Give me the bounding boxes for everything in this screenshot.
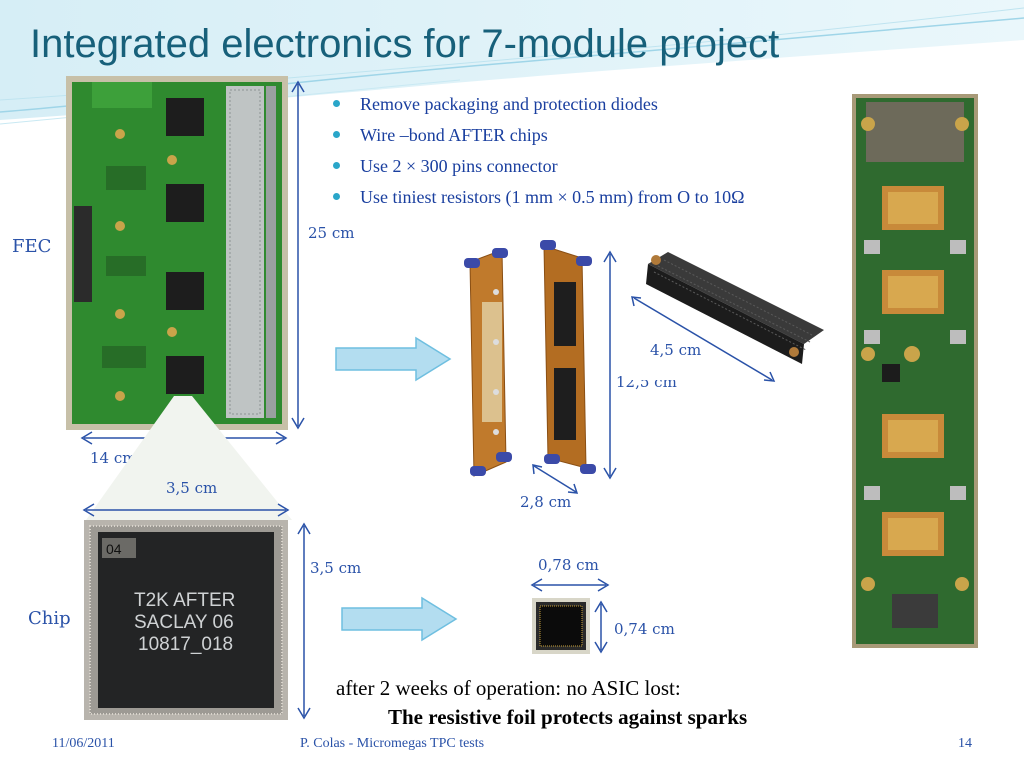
slide-title: Integrated electronics for 7-module proj… (30, 22, 780, 66)
right-arrow-icon (341, 596, 458, 642)
bullet-item: Use tiniest resistors (1 mm × 0.5 mm) fr… (330, 185, 745, 216)
die-height-label: 0,74 cm (614, 620, 675, 638)
connector-length-arrow (631, 296, 776, 382)
chip-marking-line1: T2K AFTER (134, 590, 235, 611)
holder-width-arrow (532, 464, 579, 494)
die-width-arrow (530, 578, 610, 592)
chip-id-text: 04 (106, 541, 122, 557)
chip-width-arrow (82, 503, 290, 517)
chip-image: 04 T2K AFTER SACLAY 06 10817_018 (84, 520, 288, 720)
fec-label: FEC (12, 236, 52, 257)
chip-height-label: 3,5 cm (310, 559, 362, 577)
operation-note: after 2 weeks of operation: no ASIC lost… (336, 676, 681, 700)
chip-height-arrow (297, 522, 311, 720)
zoom-cone (86, 396, 292, 520)
chip-marking-line3: 10817_018 (138, 634, 233, 655)
die-height-arrow (594, 600, 608, 654)
holder-height-arrow (603, 250, 617, 480)
conclusion-note: The resistive foil protects against spar… (388, 705, 748, 729)
chip-marking-line2: SACLAY 06 (134, 612, 234, 633)
fec-height-label: 25 cm (308, 224, 355, 242)
right-arrow-icon (335, 336, 452, 382)
connector-length-label: 4,5 cm (650, 341, 702, 359)
fec-height-arrow (291, 80, 305, 430)
bullet-list: Remove packaging and protection diodes W… (330, 92, 745, 216)
fec-width-label: 14 cm (90, 449, 137, 467)
holder-width-label: 2,8 cm (520, 493, 572, 511)
bullet-item: Remove packaging and protection diodes (330, 92, 745, 123)
footer-author: P. Colas - Micromegas TPC tests (300, 736, 485, 751)
bullet-item: Wire –bond AFTER chips (330, 123, 745, 154)
page-number: 14 (958, 736, 972, 751)
integrated-board-image (852, 94, 978, 648)
chip-width-label: 3,5 cm (166, 479, 218, 497)
fec-board-image (66, 76, 288, 430)
die-width-label: 0,78 cm (538, 556, 599, 574)
bullet-item: Use 2 × 300 pins connector (330, 154, 745, 185)
connector-holder-image (456, 232, 610, 490)
bare-die-image (532, 598, 590, 654)
chip-label: Chip (28, 608, 71, 629)
footer-date: 11/06/2011 (52, 736, 115, 751)
